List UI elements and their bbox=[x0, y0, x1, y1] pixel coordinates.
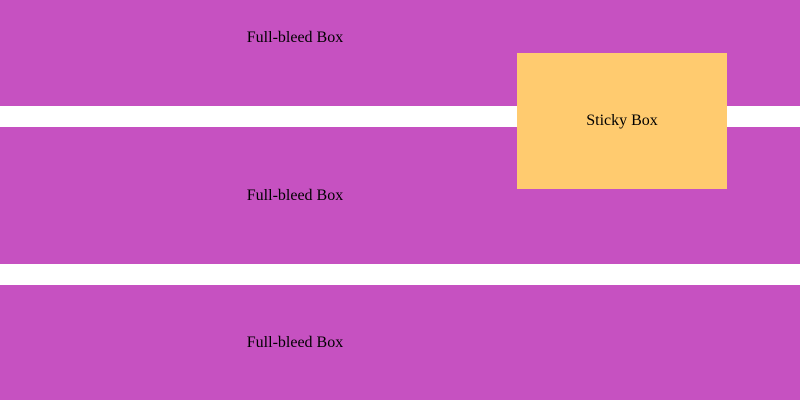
full-bleed-box-label: Full-bleed Box bbox=[246, 333, 344, 351]
full-bleed-box-label: Full-bleed Box bbox=[246, 29, 344, 46]
sticky-box: Sticky Box bbox=[517, 53, 727, 189]
sticky-box-label: Sticky Box bbox=[586, 112, 658, 129]
full-bleed-box-label: Full-bleed Box bbox=[246, 186, 344, 204]
full-bleed-box-3: Full-bleed Box bbox=[0, 285, 800, 400]
